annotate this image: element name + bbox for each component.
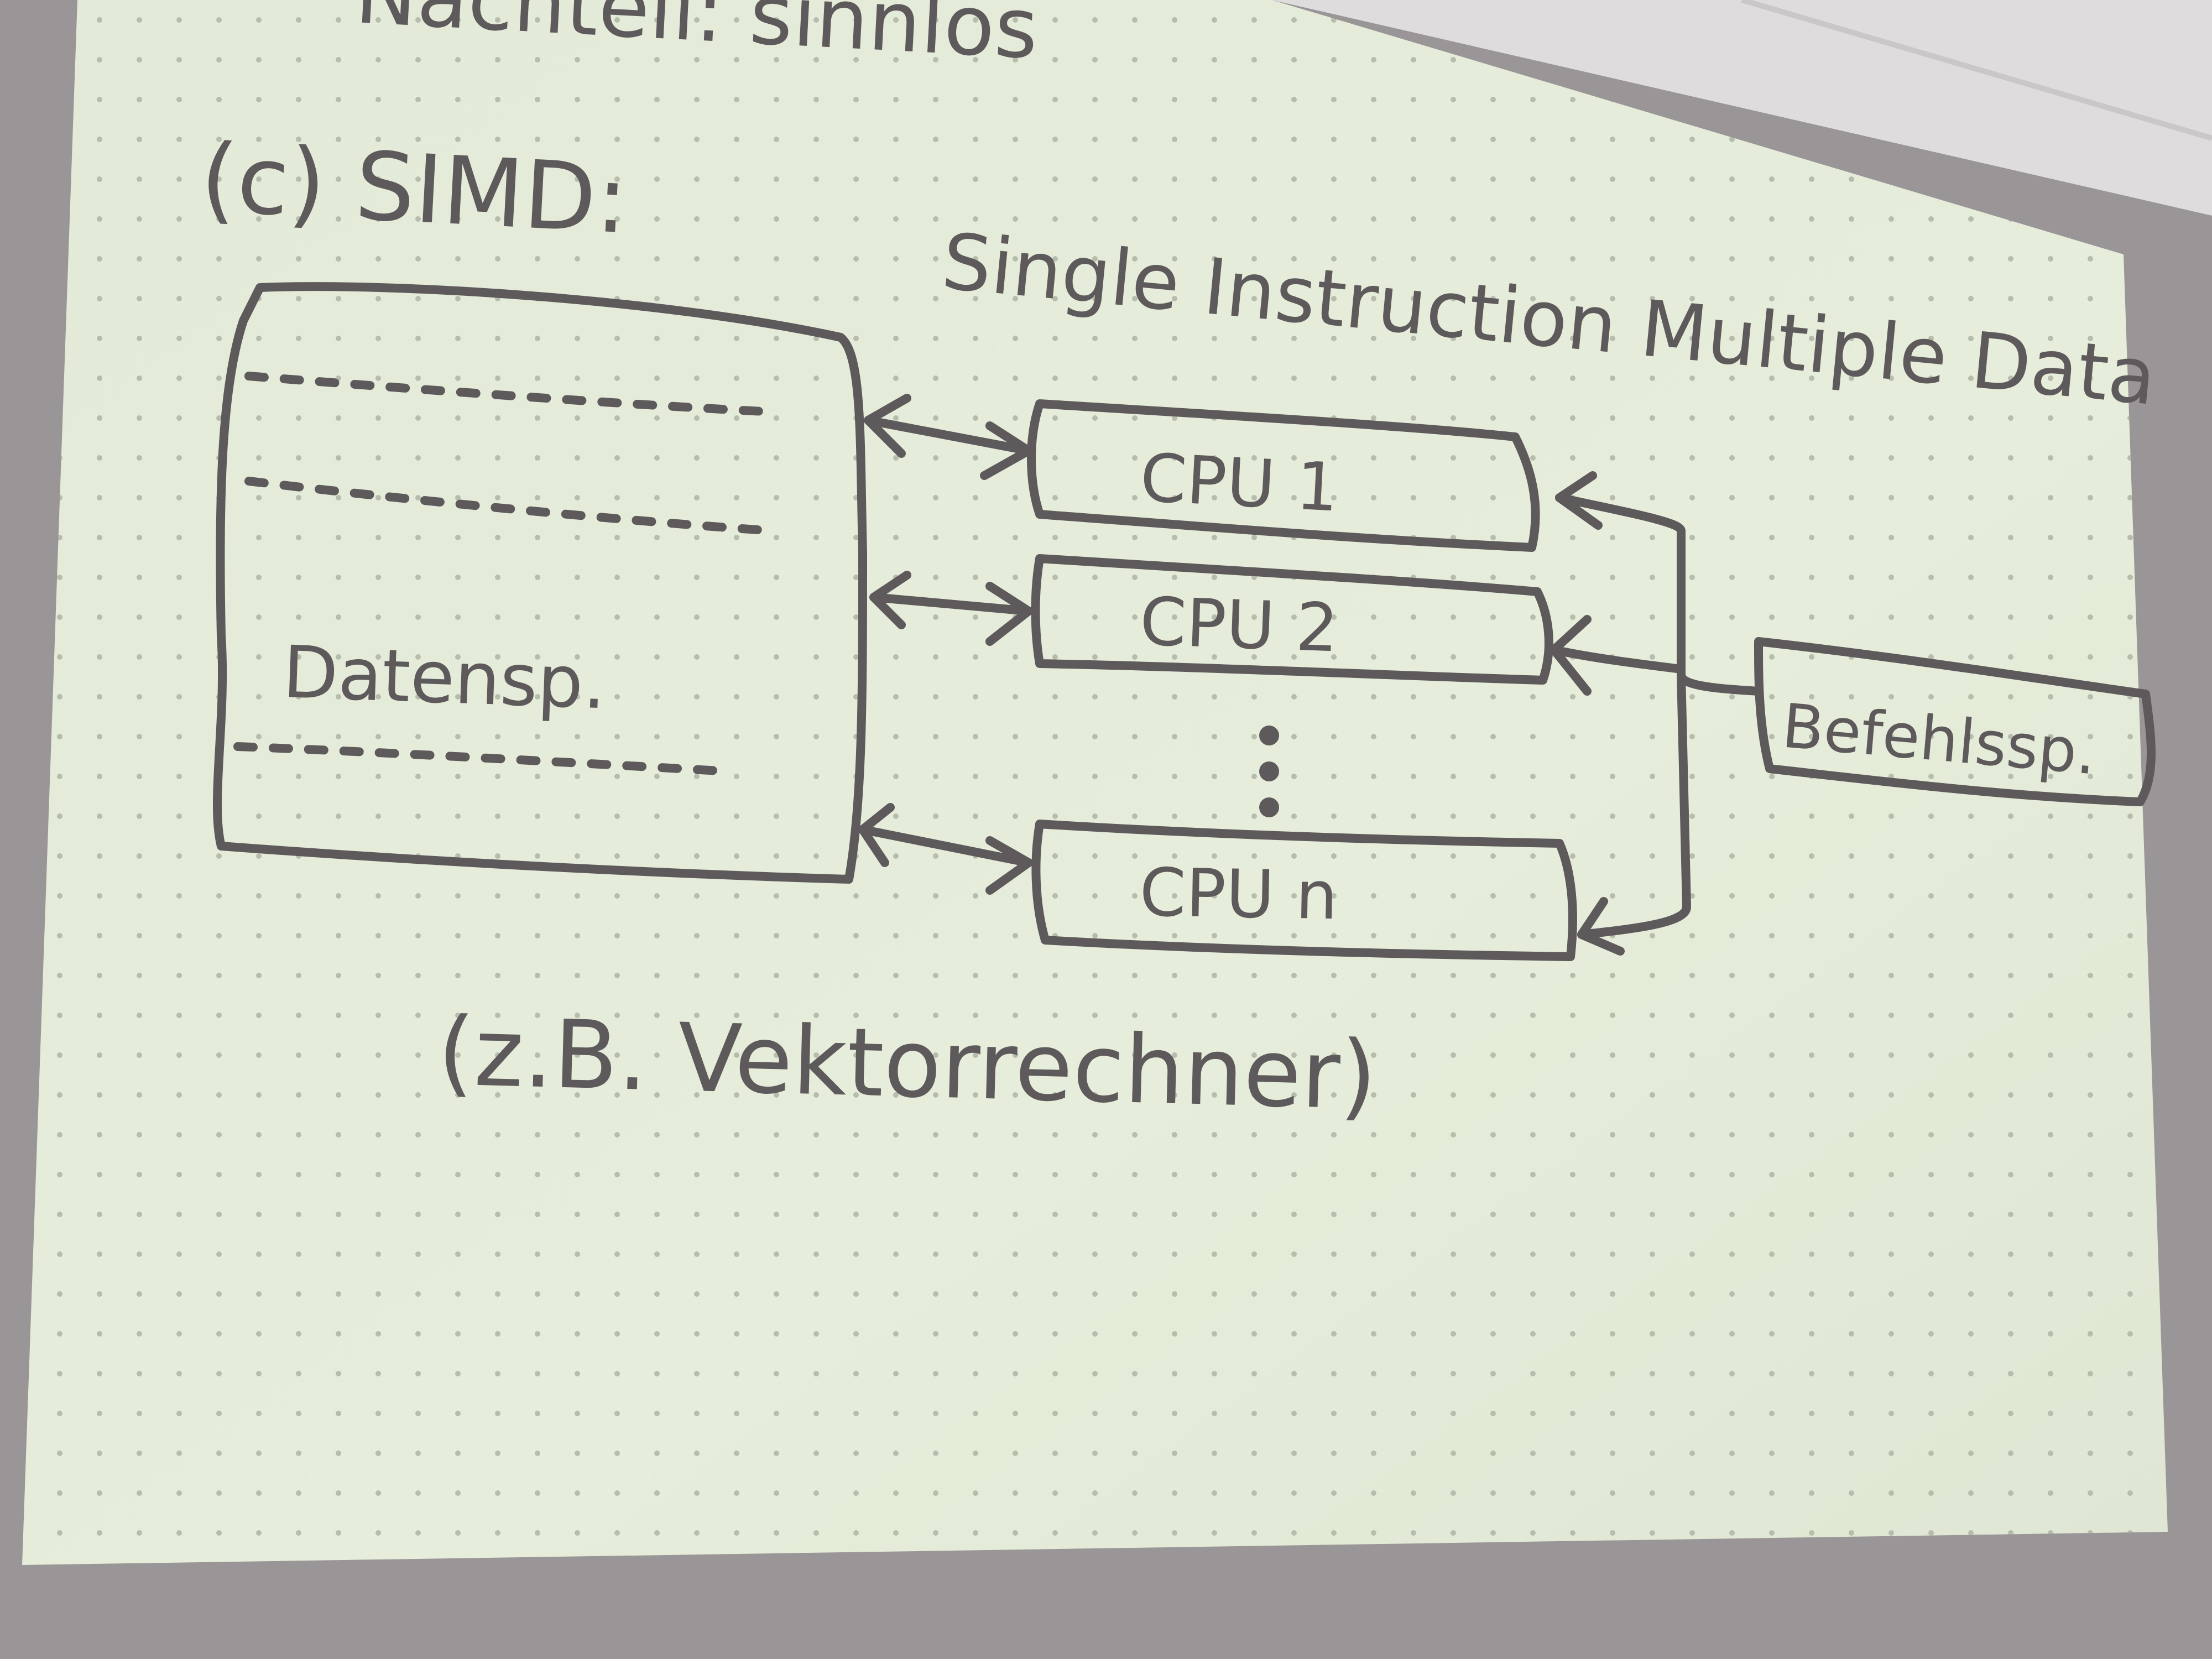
- projection-screen: [22, 0, 2168, 1565]
- arrow-memory-cpu2: [869, 571, 1033, 646]
- arrow-memory-cpu1: [864, 394, 1033, 480]
- data-memory-label: Datensp.: [281, 630, 608, 725]
- memory-row-2: [244, 477, 779, 535]
- cpu-n-box: [1031, 820, 1577, 961]
- ellipsis-dot-1: [1259, 726, 1279, 745]
- arrow-memory-cpun: [858, 803, 1033, 895]
- memory-row-1: [244, 372, 779, 416]
- cpu-2-label: CPU 2: [1139, 583, 1339, 667]
- instruction-bus-to-cpu1-head: [1555, 471, 1603, 530]
- ceiling-seam: [1741, 0, 2212, 141]
- memory-row-3: [233, 742, 734, 776]
- example-label: (z.B. Vektorrechner): [436, 997, 1378, 1131]
- instruction-memory-box: [1754, 637, 2156, 806]
- ceiling-panels: [1272, 0, 2212, 216]
- ellipsis-dot-3: [1259, 797, 1279, 817]
- cpu-2-box: [1031, 554, 1553, 685]
- instruction-bus-to-cpun: [1577, 670, 1691, 956]
- cpu-1-label: CPU 1: [1138, 440, 1340, 527]
- instruction-bus-to-cpu2: [1550, 615, 1686, 696]
- instruction-bus-line: [1555, 493, 1763, 696]
- ellipsis-dot-2: [1259, 761, 1279, 781]
- cpu-n-label: CPU n: [1139, 854, 1338, 935]
- data-memory-box: [212, 282, 867, 884]
- section-title: (c) SIMD:: [198, 123, 630, 255]
- cpu-1-box: [1027, 399, 1540, 552]
